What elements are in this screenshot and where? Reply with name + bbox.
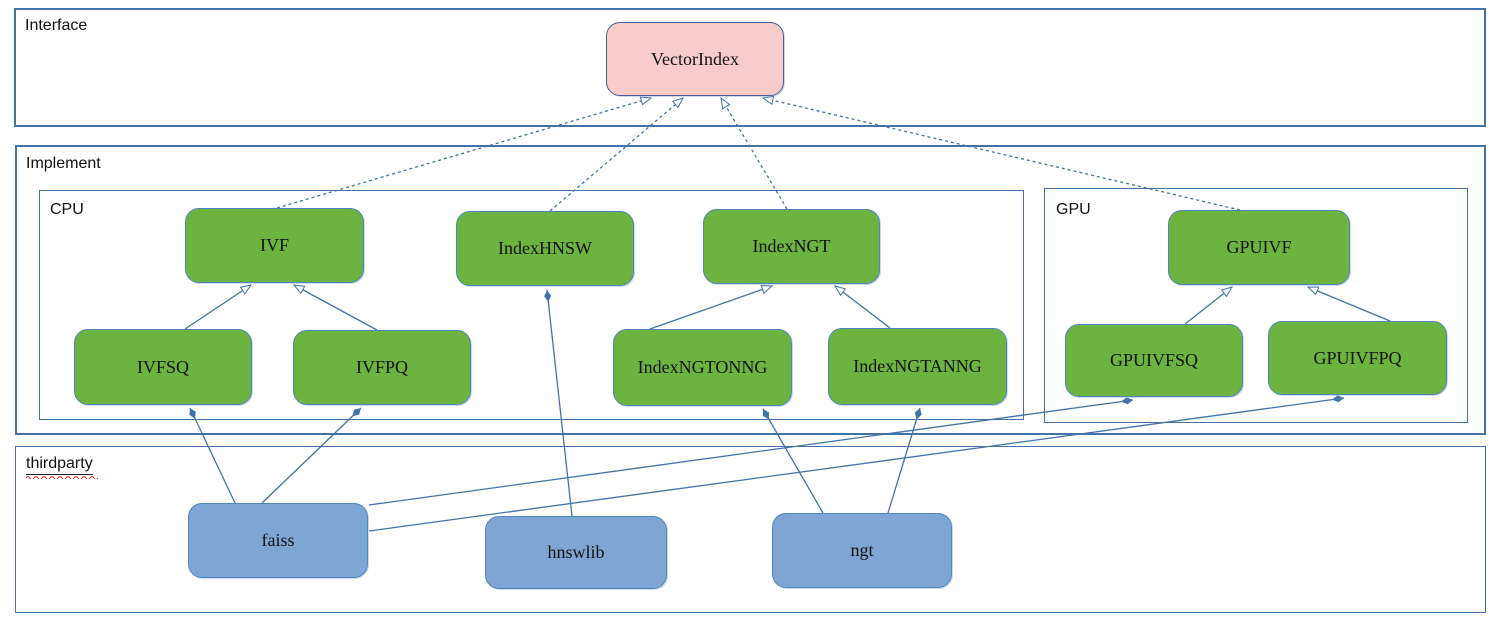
node-indexhnsw-label: IndexHNSW	[498, 238, 592, 258]
node-ivfpq-label: IVFPQ	[355, 357, 408, 377]
gpu-container-label: GPU	[1056, 201, 1091, 218]
node-ngt: ngt	[772, 513, 952, 588]
thirdparty-container	[15, 446, 1486, 613]
edge-ngt-indexngtanng	[887, 407, 922, 514]
edge-ivf-vectorindex	[276, 98, 651, 209]
implement-container	[15, 145, 1486, 435]
node-faiss-label: faiss	[261, 530, 295, 550]
node-indexhnsw: IndexHNSW	[456, 211, 634, 286]
node-gpuivfsq-label: GPUIVFSQ	[1109, 350, 1199, 370]
node-hnswlib: hnswlib	[485, 516, 667, 589]
edge-ivfpq-ivf	[294, 285, 378, 331]
node-ivfsq-label: IVFSQ	[136, 356, 189, 377]
edge-hnswlib-indexhnsw	[544, 289, 573, 517]
gpu-container	[1044, 188, 1468, 423]
node-faiss: faiss	[188, 503, 368, 578]
spellcheck-squiggle	[26, 476, 98, 479]
interface-container	[14, 8, 1486, 127]
edge-faiss-gpuivfpq	[368, 395, 1345, 532]
node-ngt-label: ngt	[850, 540, 874, 560]
node-indexngtanng-label: IndexNGTANNG	[853, 356, 982, 376]
interface-container-label: Interface	[25, 17, 88, 34]
node-indexngtonng-label: IndexNGTONNG	[637, 357, 768, 377]
edge-faiss-ivfpq	[261, 407, 362, 504]
node-vectorindex: VectorIndex	[606, 22, 784, 96]
edge-indexngtonng-indexngt	[649, 286, 772, 330]
node-gpuivfsq: GPUIVFSQ	[1065, 324, 1243, 397]
thirdparty-label-text: thirdparty	[26, 455, 93, 475]
node-gpuivf-label: GPUIVF	[1226, 237, 1292, 257]
edge-faiss-gpuivfsq	[368, 397, 1134, 506]
edge-gpuivfpq-gpuivf	[1308, 286, 1391, 322]
node-gpuivfpq-label: GPUIVFPQ	[1313, 347, 1402, 368]
node-indexngtonng: IndexNGTONNG	[613, 329, 792, 406]
thirdparty-container-label: thirdparty	[26, 455, 98, 479]
node-ivf-label: IVF	[259, 235, 289, 255]
cpu-container	[39, 190, 1024, 420]
edge-faiss-ivfsq	[189, 407, 236, 504]
node-vectorindex-label: VectorIndex	[651, 48, 739, 69]
node-indexngt: IndexNGT	[703, 209, 880, 284]
node-hnswlib-label: hnswlib	[547, 542, 605, 562]
node-ivfpq: IVFPQ	[293, 330, 471, 405]
implement-container-label: Implement	[26, 155, 101, 172]
edge-gpuivf-vectorindex	[763, 98, 1241, 211]
node-indexngt-label: IndexNGT	[752, 236, 831, 256]
edge-ngt-indexngtonng	[762, 408, 824, 514]
node-ivf: IVF	[185, 208, 364, 283]
node-ivfsq: IVFSQ	[74, 329, 252, 405]
node-gpuivfpq: GPUIVFPQ	[1268, 321, 1447, 395]
node-indexngtanng: IndexNGTANNG	[828, 328, 1007, 405]
edge-ivfsq-ivf	[184, 285, 251, 330]
edge-indexngtanng-indexngt	[835, 286, 891, 329]
edge-indexhnsw-vectorindex	[549, 98, 683, 212]
cpu-container-label: CPU	[50, 201, 84, 218]
edge-gpuivfsq-gpuivf	[1184, 287, 1232, 325]
node-gpuivf: GPUIVF	[1168, 210, 1350, 285]
